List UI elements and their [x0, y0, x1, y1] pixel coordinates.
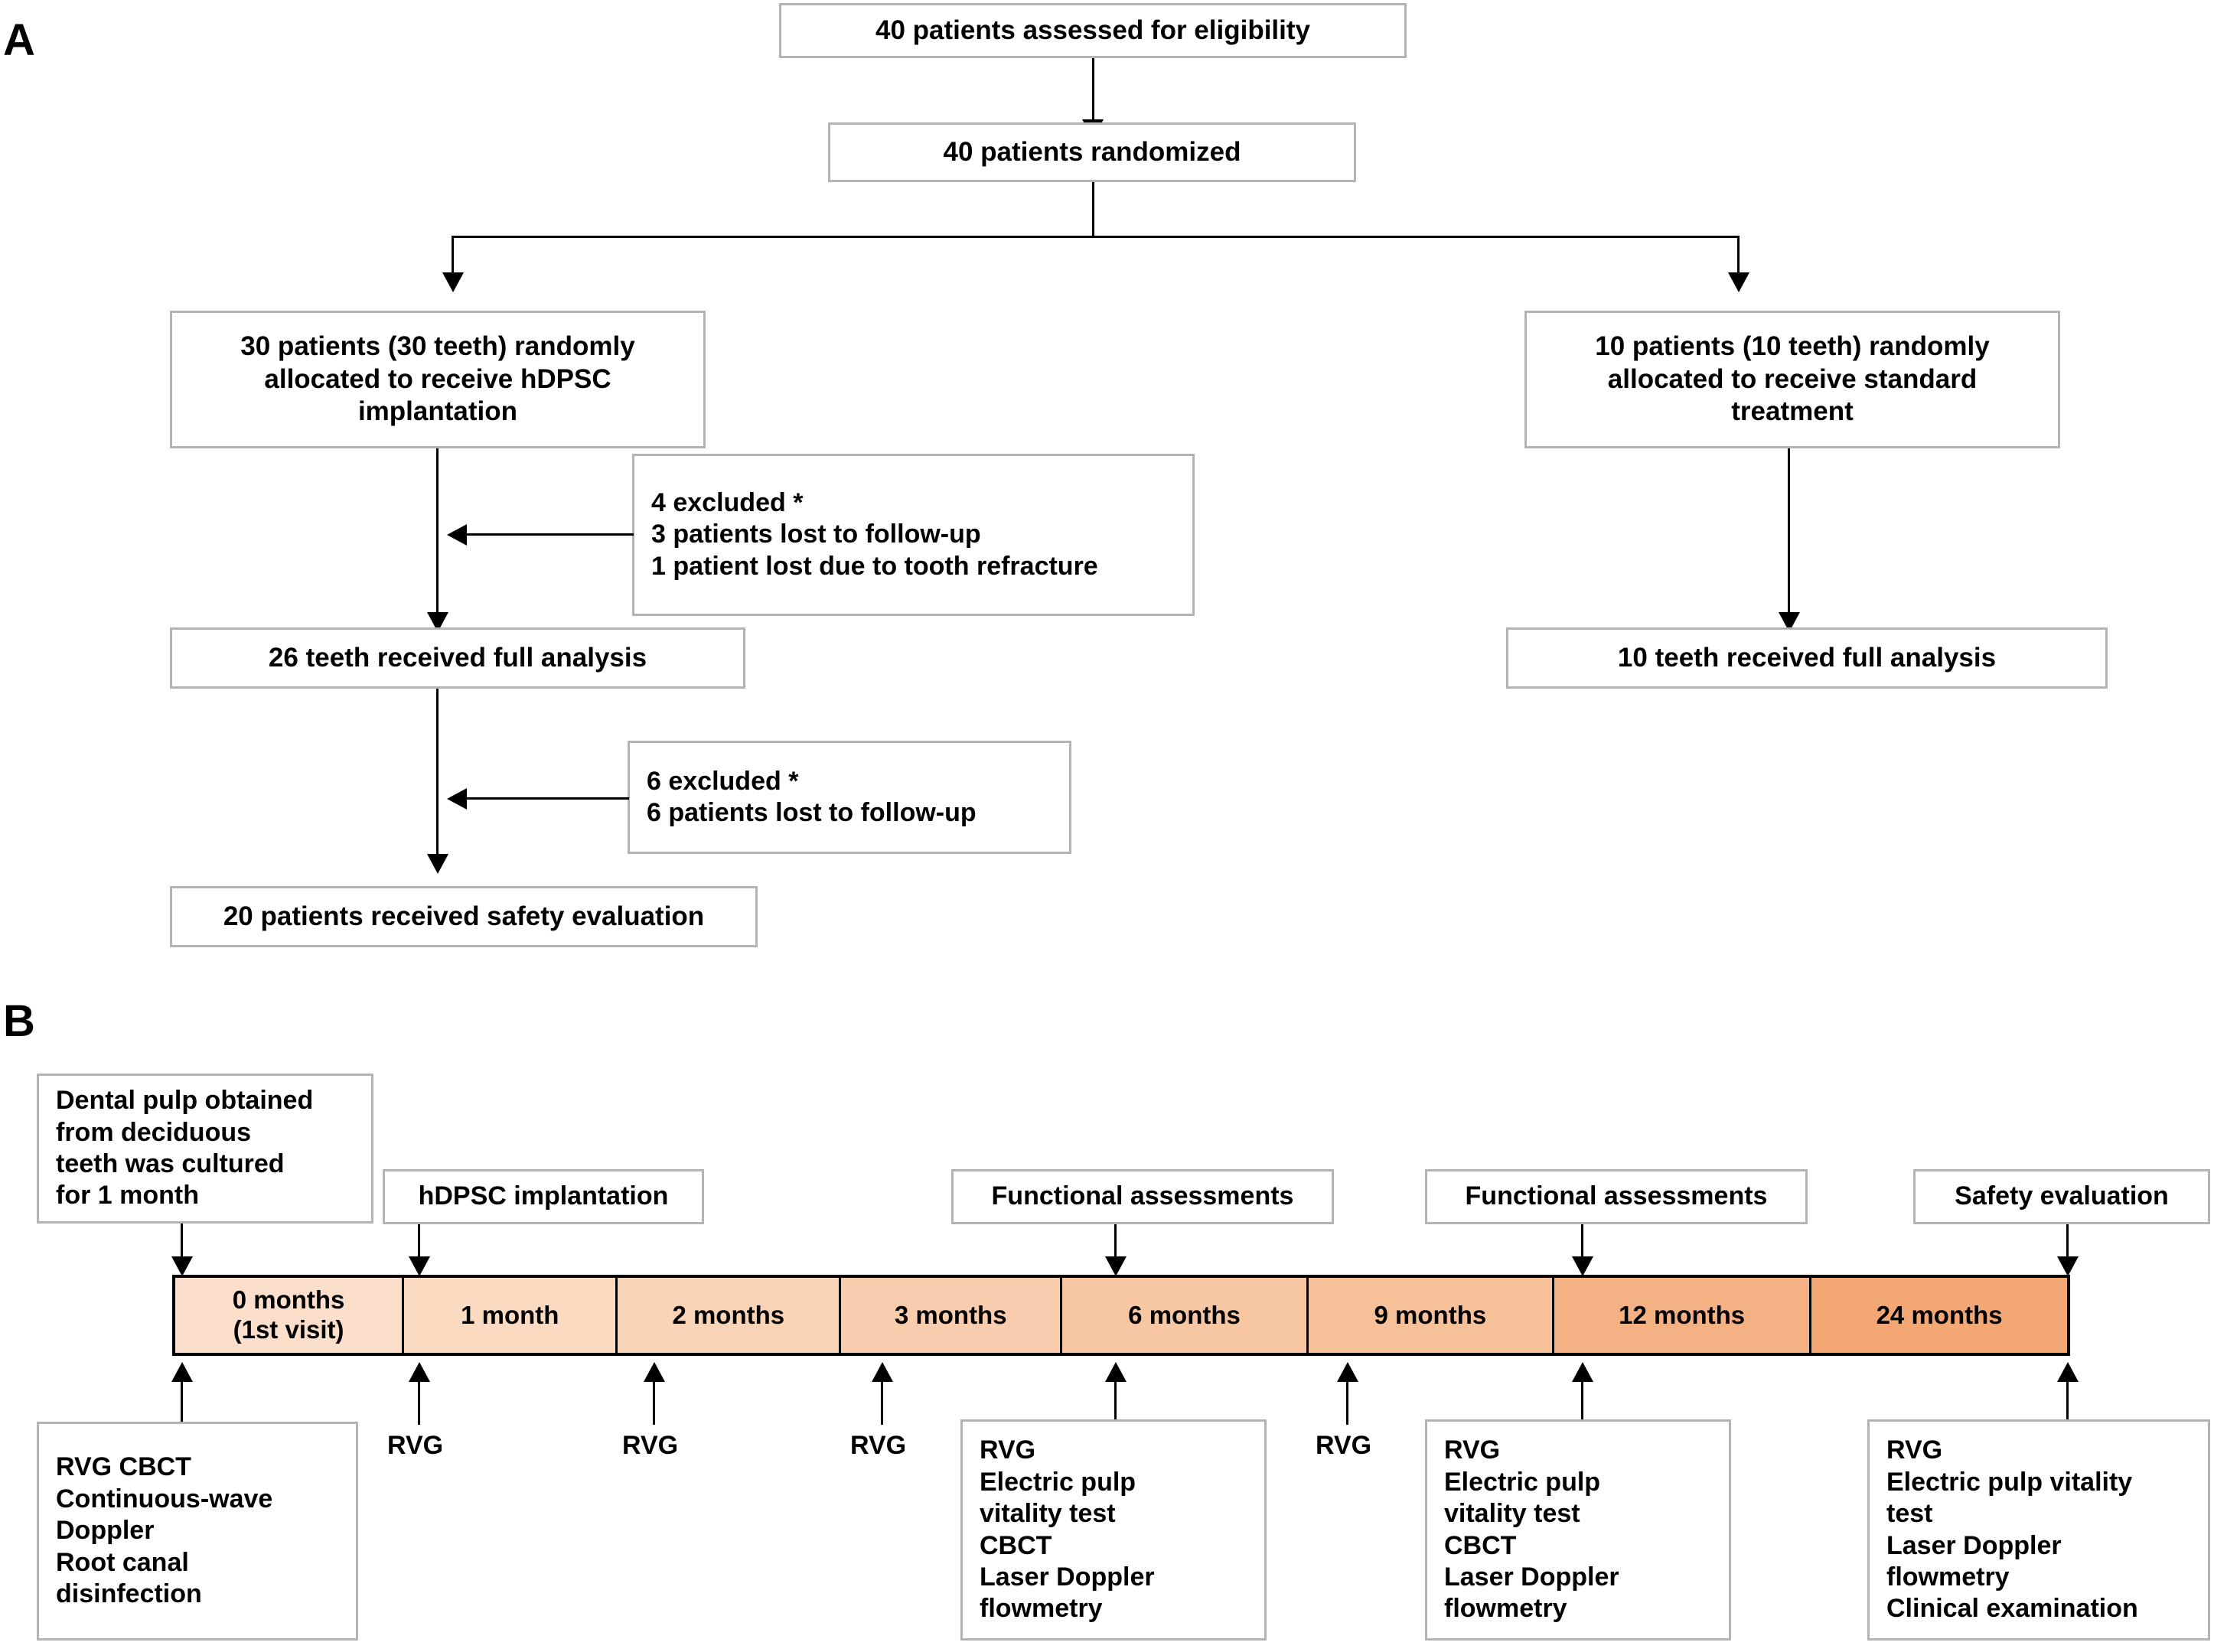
- box-allocation-hdpsc: 30 patients (30 teeth) randomly allocate…: [170, 311, 706, 448]
- connector-randomized-drop: [1092, 182, 1094, 237]
- connector-functional9-to-timeline: [1581, 1224, 1583, 1270]
- panel-label-b: B: [3, 996, 35, 1046]
- connector-timeline-to-rvg-1mo: [418, 1377, 420, 1425]
- arrow-excluded4-to-arm: [447, 524, 467, 546]
- arrow-excluded6-to-arm: [447, 788, 467, 810]
- arrow-split-left: [442, 272, 464, 292]
- box-visit-0mo: RVG CBCT Continuous-wave Doppler Root ca…: [37, 1422, 358, 1641]
- box-functional-assessments-3mo: Functional assessments: [951, 1169, 1334, 1224]
- timeline-segment-1-month: 1 month: [404, 1278, 618, 1353]
- connector-implantation-to-timeline: [418, 1224, 420, 1270]
- arrow-safety24-to-timeline: [2057, 1256, 2079, 1276]
- connector-standard-to-analysis: [1788, 448, 1790, 623]
- timeline-segment-2-months: 2 months: [618, 1278, 842, 1353]
- timeline-segment-3-months: 3 months: [841, 1278, 1063, 1353]
- connector-excluded4-to-arm: [456, 533, 634, 536]
- connector-analysis-to-safety: [436, 689, 439, 865]
- timeline-segment-0-months: 0 months (1st visit): [175, 1278, 405, 1353]
- connector-functional3-to-timeline: [1114, 1224, 1117, 1270]
- label-rvg-2mo: RVG: [622, 1431, 679, 1460]
- arrow-analysis-to-safety: [427, 854, 448, 874]
- connector-excluded6-to-arm: [456, 797, 629, 800]
- box-eligibility: 40 patients assessed for eligibility: [779, 3, 1407, 58]
- box-visit-6mo: RVG Electric pulp vitality test CBCT Las…: [960, 1419, 1267, 1641]
- box-excluded-4: 4 excluded * 3 patients lost to follow-u…: [632, 454, 1195, 616]
- connector-safety24-to-timeline: [2066, 1224, 2069, 1270]
- timeline-segment-24-months: 24 months: [1811, 1278, 2067, 1353]
- label-rvg-3mo: RVG: [850, 1431, 907, 1460]
- connector-timeline-to-rvg-3mo: [881, 1377, 883, 1425]
- box-allocation-standard: 10 patients (10 teeth) randomly allocate…: [1524, 311, 2060, 448]
- panel-label-a: A: [3, 15, 35, 65]
- box-hdpsc-implantation: hDPSC implantation: [383, 1169, 704, 1224]
- arrow-culture-to-timeline: [171, 1256, 193, 1276]
- connector-timeline-to-visit12: [1581, 1377, 1583, 1422]
- connector-culture-to-timeline: [181, 1224, 183, 1269]
- box-safety-evaluation-24mo: Safety evaluation: [1913, 1169, 2210, 1224]
- connector-eligibility-to-randomized: [1092, 58, 1094, 132]
- connector-hdpsc-to-analysis: [436, 448, 439, 623]
- box-functional-assessments-9mo: Functional assessments: [1425, 1169, 1808, 1224]
- box-randomized: 40 patients randomized: [828, 122, 1356, 182]
- timeline-segment-12-months: 12 months: [1554, 1278, 1812, 1353]
- box-excluded-6: 6 excluded * 6 patients lost to follow-u…: [628, 741, 1071, 854]
- connector-timeline-to-visit24: [2066, 1377, 2069, 1422]
- box-analysis-26: 26 teeth received full analysis: [170, 627, 745, 689]
- box-analysis-10: 10 teeth received full analysis: [1506, 627, 2108, 689]
- label-rvg-1mo: RVG: [387, 1431, 444, 1460]
- timeline-segment-9-months: 9 months: [1308, 1278, 1555, 1353]
- connector-timeline-to-rvg-9mo: [1346, 1377, 1348, 1425]
- timeline-segment-6-months: 6 months: [1062, 1278, 1309, 1353]
- connector-timeline-to-visit0: [181, 1377, 183, 1423]
- box-visit-24mo: RVG Electric pulp vitality test Laser Do…: [1867, 1419, 2210, 1641]
- connector-timeline-to-rvg-2mo: [653, 1377, 655, 1425]
- arrow-implantation-to-timeline: [409, 1256, 430, 1276]
- connector-split-right: [1737, 236, 1740, 283]
- label-rvg-9mo: RVG: [1316, 1431, 1372, 1460]
- connector-split-left: [452, 236, 454, 283]
- arrow-functional3-to-timeline: [1105, 1256, 1127, 1276]
- box-visit-12mo: RVG Electric pulp vitality test CBCT Las…: [1425, 1419, 1731, 1641]
- box-pulp-culture: Dental pulp obtained from deciduous teet…: [37, 1074, 373, 1224]
- study-timeline-bar: 0 months (1st visit) 1 month 2 months 3 …: [172, 1275, 2070, 1356]
- connector-split-bus: [452, 236, 1740, 238]
- arrow-split-right: [1728, 272, 1749, 292]
- connector-timeline-to-visit6: [1114, 1377, 1117, 1422]
- box-safety-20: 20 patients received safety evaluation: [170, 886, 758, 947]
- arrow-functional9-to-timeline: [1572, 1256, 1593, 1276]
